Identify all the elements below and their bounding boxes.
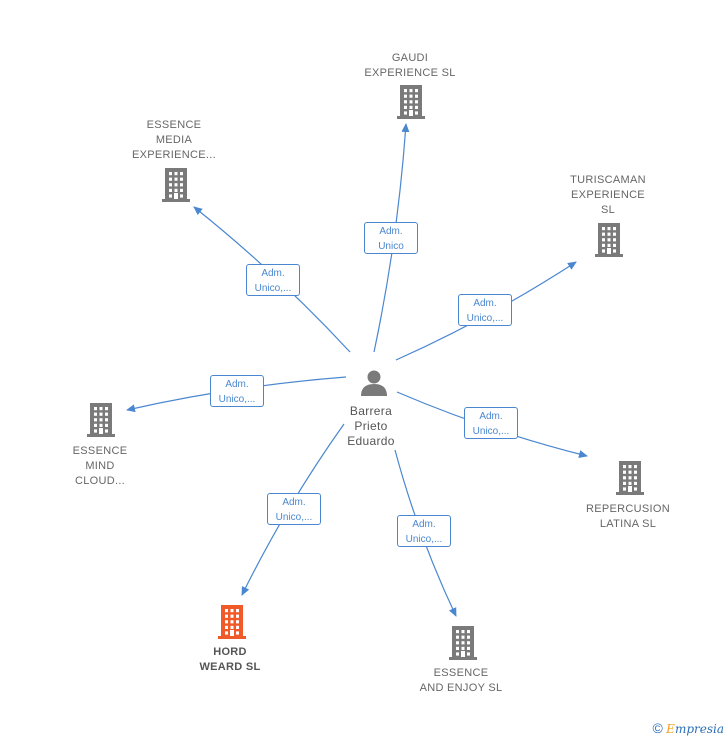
- building-icon-essence-media[interactable]: [162, 168, 190, 202]
- role-badge-line: Unico: [378, 241, 404, 252]
- role-badge-hord[interactable]: Adm. Unico,...: [267, 493, 321, 525]
- company-label-line: TURISCAMAN: [570, 174, 646, 186]
- building-icon-essence-enjoy[interactable]: [449, 626, 477, 660]
- company-label-line: LATINA SL: [599, 518, 657, 530]
- role-badge-line: Unico,...: [254, 283, 292, 294]
- company-label-line: SL: [600, 204, 616, 216]
- company-label-line: HORD: [213, 646, 247, 658]
- building-icon-repercusion[interactable]: [616, 461, 644, 495]
- company-label-line: MEDIA: [155, 134, 193, 146]
- role-badge-line: Adm.: [379, 226, 403, 237]
- person-icon[interactable]: [361, 370, 387, 397]
- role-badge-line: Adm.: [225, 379, 249, 390]
- role-badge-line: Unico,...: [218, 394, 256, 405]
- role-badge-line: Adm.: [479, 411, 503, 422]
- company-label-line: ESSENCE: [146, 119, 202, 131]
- building-icon-turiscaman[interactable]: [595, 223, 623, 257]
- person-name-line: Prieto: [354, 419, 388, 433]
- company-label-line: EXPERIENCE...: [132, 149, 216, 161]
- person-name-line: Eduardo: [347, 434, 395, 448]
- role-badge-turiscaman[interactable]: Adm. Unico,...: [458, 294, 512, 326]
- company-label-line: WEARD SL: [199, 661, 261, 673]
- company-label-line: REPERCUSION: [586, 503, 670, 515]
- role-badge-line: Unico,...: [472, 426, 510, 437]
- company-label-line: AND ENJOY SL: [419, 682, 503, 694]
- footer-brand: © Empresia: [653, 720, 725, 736]
- building-icon-gaudi[interactable]: [397, 85, 425, 119]
- company-label-repercusion[interactable]: REPERCUSION LATINA SL: [586, 502, 670, 532]
- company-label-line: ESSENCE: [433, 667, 489, 679]
- company-label-essence-mind[interactable]: ESSENCE MIND CLOUD...: [73, 444, 128, 489]
- role-badge-essence-mind[interactable]: Adm. Unico,...: [210, 375, 264, 407]
- company-label-line: MIND: [85, 460, 115, 472]
- role-badge-gaudi[interactable]: Adm. Unico: [364, 222, 418, 254]
- role-badge-line: Unico,...: [466, 313, 504, 324]
- company-label-essence-media[interactable]: ESSENCE MEDIA EXPERIENCE...: [132, 118, 216, 163]
- company-label-line: EXPERIENCE: [571, 189, 645, 201]
- company-label-gaudi[interactable]: GAUDI EXPERIENCE SL: [364, 51, 455, 81]
- role-badge-essence-enjoy[interactable]: Adm. Unico,...: [397, 515, 451, 547]
- role-badge-line: Adm.: [261, 268, 285, 279]
- company-label-turiscaman[interactable]: TURISCAMAN EXPERIENCE SL: [570, 173, 646, 218]
- role-badge-line: Adm.: [473, 298, 497, 309]
- building-icon-essence-mind[interactable]: [87, 403, 115, 437]
- company-label-line: CLOUD...: [74, 475, 126, 487]
- company-label-essence-enjoy[interactable]: ESSENCE AND ENJOY SL: [420, 666, 503, 696]
- role-badge-repercusion[interactable]: Adm. Unico,...: [464, 407, 518, 439]
- company-label-line: EXPERIENCE SL: [364, 67, 456, 79]
- company-label-line: ESSENCE: [72, 445, 128, 457]
- role-badge-line: Adm.: [412, 519, 436, 530]
- brand-initial: E: [666, 722, 675, 736]
- company-label-hord[interactable]: HORD WEARD SL: [199, 645, 260, 675]
- role-badge-essence-media[interactable]: Adm. Unico,...: [246, 264, 300, 296]
- role-badge-line: Unico,...: [275, 512, 313, 523]
- copyright-icon: ©: [652, 720, 663, 736]
- brand-name: mpresia: [674, 722, 724, 736]
- role-badge-line: Unico,...: [405, 534, 443, 545]
- company-label-line: GAUDI: [391, 52, 429, 64]
- role-badge-line: Adm.: [282, 497, 306, 508]
- person-name-line: Barrera: [349, 404, 393, 418]
- building-icon-hord[interactable]: [218, 605, 246, 639]
